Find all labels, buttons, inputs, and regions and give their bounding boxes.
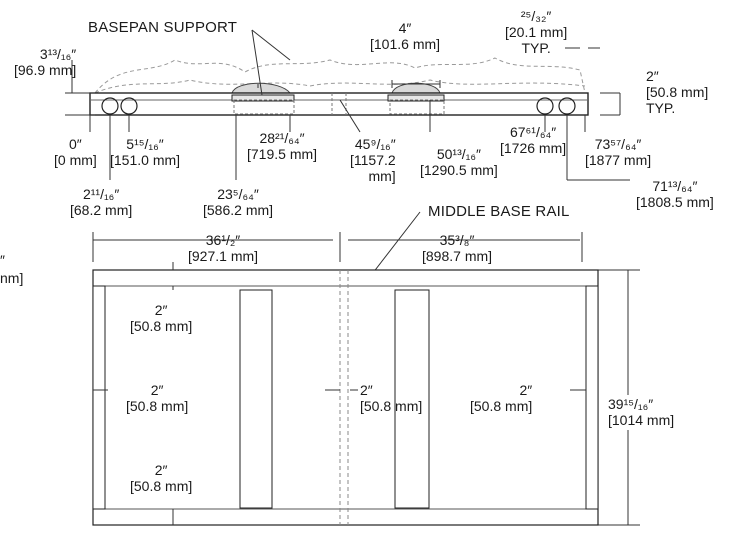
plan-dimension-lines bbox=[92, 211, 640, 526]
top-dimension-leaders bbox=[65, 29, 630, 181]
dim-x-67-61-64: 67⁶¹/₆₄″[1726 mm] bbox=[500, 124, 567, 156]
dim-gap-typ: ²⁵/₃₂″[20.1 mm]TYP. bbox=[505, 8, 568, 56]
dim-left-width: 36¹/₂″[927.1 mm] bbox=[188, 232, 259, 264]
lift-holes bbox=[101, 97, 576, 115]
dim-rail-center: 2″[50.8 mm] bbox=[360, 382, 423, 414]
dim-support-width: 4″[101.6 mm] bbox=[370, 20, 441, 52]
dim-x0: 0″[0 mm] bbox=[54, 136, 97, 168]
dim-x-23-5-64: 23⁵/₆₄″[586.2 mm] bbox=[203, 186, 274, 218]
dim-x-2-11-16: 2¹¹/₁₆″[68.2 mm] bbox=[70, 186, 133, 218]
basepan-support-title: BASEPAN SUPPORT bbox=[88, 19, 238, 36]
basepan-support-domes bbox=[231, 82, 441, 94]
cutoff-fragment: nm] bbox=[0, 270, 24, 286]
condenser-outline bbox=[94, 57, 586, 94]
dim-rail-right: 2″[50.8 mm] bbox=[470, 382, 533, 414]
base-frame-plan bbox=[92, 269, 599, 526]
dim-right-width: 35³/₈″[898.7 mm] bbox=[422, 232, 493, 264]
dim-x-73-57-64: 73⁵⁷/₆₄″[1877 mm] bbox=[585, 136, 652, 168]
dim-rail-top: 2″[50.8 mm] bbox=[130, 302, 193, 334]
dim-x-50-13-16: 50¹³/₁₆″[1290.5 mm] bbox=[420, 146, 498, 178]
dim-rail-bottom: 2″[50.8 mm] bbox=[130, 462, 193, 494]
plan-rail-leaders bbox=[93, 262, 586, 525]
dim-rail-height-typ: 2″[50.8 mm]TYP. bbox=[646, 68, 709, 116]
dim-x-71-13-64: 71¹³/₆₄″[1808.5 mm] bbox=[636, 178, 714, 210]
base-rail-side bbox=[89, 92, 589, 116]
dim-x-28-21-64: 28²¹/₆₄″[719.5 mm] bbox=[247, 130, 318, 162]
dim-depth: 39¹⁵/₁₆″[1014 mm] bbox=[608, 396, 675, 428]
middle-base-rail-title: MIDDLE BASE RAIL bbox=[428, 203, 570, 220]
dim-x-5-15-16: 5¹⁵/₁₆″[151.0 mm] bbox=[110, 136, 181, 168]
hidden-details bbox=[233, 93, 445, 115]
dim-height-left: 3¹³/₁₆″[96.9 mm] bbox=[14, 46, 77, 78]
cutoff-fragment: ″ bbox=[0, 252, 5, 268]
dim-rail-mid-left: 2″[50.8 mm] bbox=[126, 382, 189, 414]
